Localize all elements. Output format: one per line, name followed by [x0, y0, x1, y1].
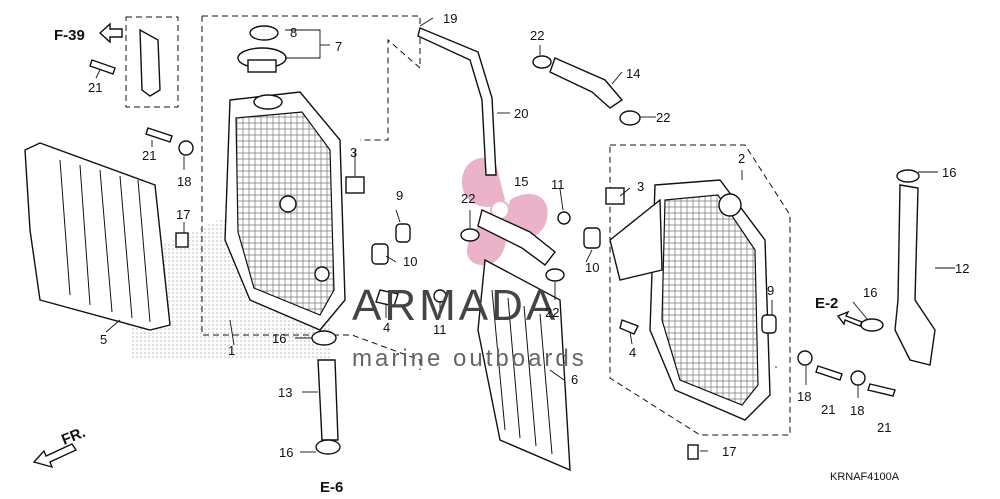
hose-14 — [549, 57, 624, 109]
callout-16a: 16 — [272, 331, 286, 346]
radiator-shroud-right — [477, 258, 571, 472]
ref-e6: E-6 — [320, 479, 343, 496]
callout-17b: 17 — [722, 444, 736, 459]
bracket-frame — [125, 16, 179, 108]
callout-1: 1 — [228, 343, 235, 358]
callout-12: 12 — [955, 261, 969, 276]
callout-4b: 4 — [629, 345, 636, 360]
radiator-right — [609, 179, 771, 421]
hose-15 — [477, 209, 556, 266]
callout-22c: 22 — [461, 191, 475, 206]
group-frame-left — [201, 15, 421, 370]
radiator-cap — [237, 25, 287, 73]
hose-19-20 — [417, 27, 497, 176]
hose-clamps — [311, 55, 920, 455]
callout-21c: 21 — [821, 402, 835, 417]
callout-3a: 3 — [350, 145, 357, 160]
watermark-name: ARMADA — [352, 281, 558, 330]
ref-f39: F-39 — [54, 27, 85, 44]
callout-7: 7 — [335, 39, 342, 54]
callout-15: 15 — [514, 174, 528, 189]
callout-9a: 9 — [396, 188, 403, 203]
group-frame-right — [609, 144, 791, 436]
hose-13 — [317, 359, 339, 441]
callout-14: 14 — [626, 66, 640, 81]
callout-9b: 9 — [767, 283, 774, 298]
callout-18a: 18 — [177, 174, 191, 189]
callout-8: 8 — [290, 25, 297, 40]
callout-22b: 22 — [656, 110, 670, 125]
callout-22d: 22 — [545, 305, 559, 320]
reference-arrows — [32, 22, 863, 469]
callout-20: 20 — [514, 106, 528, 121]
hardware — [89, 28, 896, 460]
callout-17a: 17 — [176, 207, 190, 222]
callout-4a: 4 — [383, 320, 390, 335]
callout-21d: 21 — [877, 420, 891, 435]
callout-11b: 11 — [551, 177, 565, 192]
callout-13: 13 — [278, 385, 292, 400]
callout-21a: 21 — [88, 80, 102, 95]
callout-10a: 10 — [403, 254, 417, 269]
ref-e2: E-2 — [815, 295, 838, 312]
callout-16b: 16 — [279, 445, 293, 460]
callout-16c: 16 — [942, 165, 956, 180]
callout-3b: 3 — [637, 179, 644, 194]
watermark-tagline: marine outboards — [352, 345, 587, 372]
diagram-code: KRNAF4100A — [830, 471, 900, 483]
callout-6: 6 — [571, 372, 578, 387]
callout-21b: 21 — [142, 148, 156, 163]
leader-lines — [95, 17, 955, 453]
hose-12 — [894, 184, 936, 366]
radiator-left — [224, 91, 346, 331]
callout-5: 5 — [100, 332, 107, 347]
callout-19: 19 — [443, 11, 457, 26]
callout-18b: 18 — [797, 389, 811, 404]
callout-2: 2 — [738, 151, 745, 166]
callout-11a: 11 — [433, 322, 447, 337]
callout-10b: 10 — [585, 260, 599, 275]
ref-fr: FR. — [59, 424, 88, 449]
callout-18c: 18 — [850, 403, 864, 418]
radiator-shroud-left — [24, 142, 171, 331]
callout-22a: 22 — [530, 28, 544, 43]
callout-16d: 16 — [863, 285, 877, 300]
